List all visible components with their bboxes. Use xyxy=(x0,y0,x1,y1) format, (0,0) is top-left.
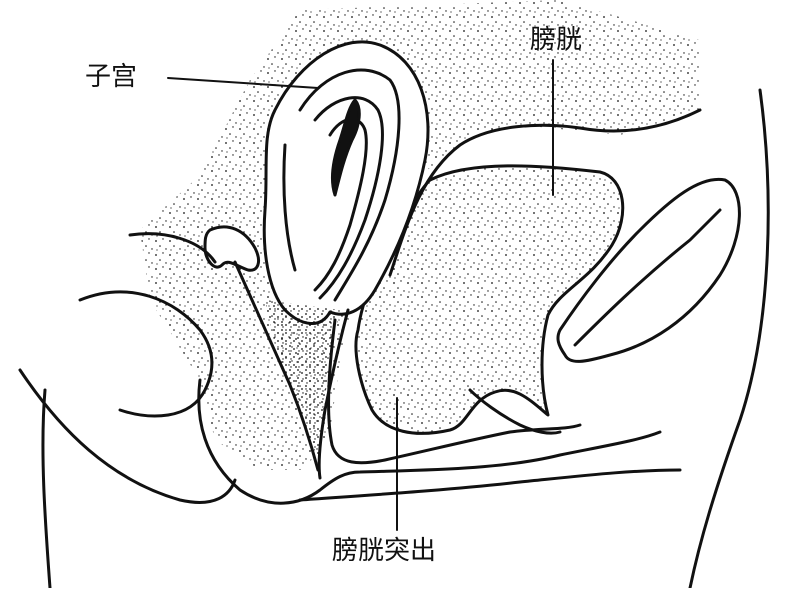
posterior-contour xyxy=(18,368,237,504)
cystocele-label: 膀胱突出 xyxy=(332,536,437,566)
vaginal-stipple xyxy=(265,300,340,460)
sacral-contour xyxy=(128,232,217,264)
pubic-bone-inner xyxy=(573,208,722,347)
lower-body-outline xyxy=(41,388,52,590)
abdominal-wall-outline xyxy=(688,88,770,590)
uterus-shape xyxy=(262,40,430,325)
perineal-contour xyxy=(197,378,662,505)
bladder-shape xyxy=(354,164,625,435)
uterine-fold-2 xyxy=(313,96,384,300)
cystocele-wall xyxy=(327,318,582,465)
uterus-leader-line xyxy=(167,77,319,89)
uterine-fold-4 xyxy=(282,143,297,272)
uterine-cavity xyxy=(331,98,361,197)
pelvic-floor-line xyxy=(298,468,682,502)
cervix xyxy=(203,225,260,272)
uterine-fold-1 xyxy=(298,68,401,302)
vaginal-wall-anterior xyxy=(317,308,350,480)
cystocele-inner xyxy=(468,388,562,435)
bladder-label: 膀胱 xyxy=(530,25,583,55)
rectum-outline xyxy=(78,290,214,418)
uterus-label: 子宫 xyxy=(85,62,138,92)
